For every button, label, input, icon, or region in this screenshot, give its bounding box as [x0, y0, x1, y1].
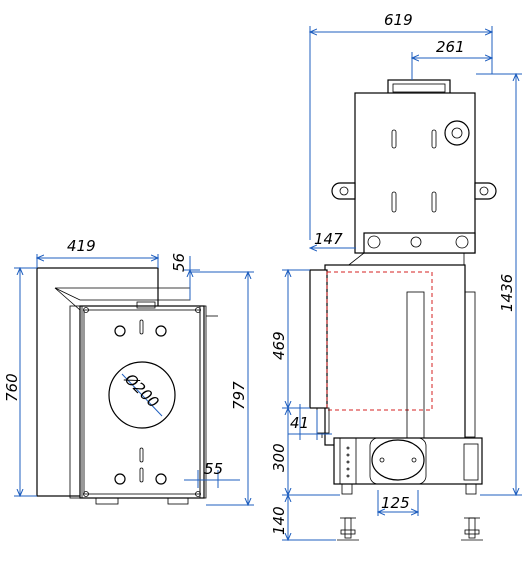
- side-dimensions: 619 261 1436 147 469 41 300 140: [270, 11, 522, 540]
- dim-300: 300: [270, 443, 288, 472]
- side-hidden-firebox: [326, 271, 433, 411]
- front-hole: [155, 473, 167, 485]
- dim-125: 125: [381, 494, 410, 512]
- dim-140: 140: [270, 506, 288, 535]
- dim-619: 619: [384, 11, 413, 29]
- side-adjustable-foot-left: [337, 517, 359, 541]
- front-hole: [114, 473, 126, 485]
- dim-147: 147: [314, 230, 343, 248]
- side-duct-ellipse: [371, 439, 425, 481]
- dim-55: 55: [204, 460, 223, 478]
- side-firebox: [324, 264, 466, 446]
- dim-1436: 1436: [498, 274, 516, 312]
- front-view: [36, 267, 218, 505]
- dim-261: 261: [436, 38, 465, 56]
- dim-419: 419: [67, 237, 96, 255]
- dim-41: 41: [290, 414, 309, 432]
- side-adjustable-foot-right: [461, 517, 483, 541]
- side-upper-body: [354, 92, 476, 254]
- dim-797: 797: [230, 381, 248, 410]
- front-hole: [114, 325, 126, 337]
- side-view: [309, 79, 497, 541]
- dim-760: 760: [3, 373, 21, 402]
- side-door-panel: [309, 269, 328, 409]
- dim-56: 56: [170, 253, 188, 272]
- dim-469: 469: [270, 331, 288, 360]
- front-hole: [155, 325, 167, 337]
